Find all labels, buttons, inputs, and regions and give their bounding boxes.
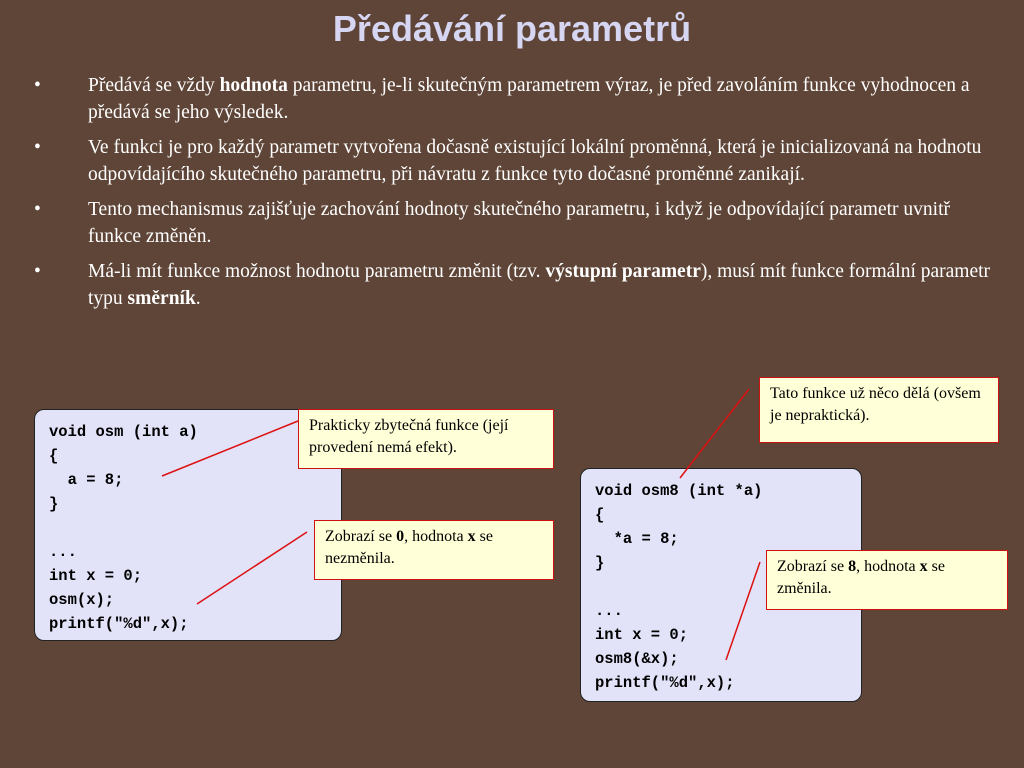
note-text: se nezměnila. <box>325 528 493 567</box>
bullet-dot: • <box>34 137 41 158</box>
bullet-bold: směrník <box>127 288 196 309</box>
bullet-text: Má-li mít funkce možnost hodnotu paramet… <box>88 261 546 282</box>
note-text: , hodnota <box>856 558 920 575</box>
bullet-dot: • <box>34 199 41 220</box>
bullet-dot: • <box>34 75 41 96</box>
note-text: , hodnota <box>404 528 468 545</box>
note-shows-zero: Zobrazí se 0, hodnota x se nezměnila. <box>314 520 554 580</box>
note-function-does-something: Tato funkce už něco dělá (ovšem je nepra… <box>759 377 999 443</box>
note-text: Tato funkce už něco dělá (ovšem je nepra… <box>770 385 981 424</box>
bullet-text: parametru, je-li skutečným parametrem vý… <box>88 75 970 123</box>
note-shows-eight: Zobrazí se 8, hodnota x se změnila. <box>766 550 1008 610</box>
bullet-dot: • <box>34 261 41 282</box>
bullet-text: Předává se vždy <box>88 75 220 96</box>
bullet-item-3: • Tento mechanismus zajišťuje zachování h… <box>34 196 994 250</box>
connector-line-note3 <box>679 388 750 479</box>
bullet-bold: hodnota <box>219 75 288 96</box>
bullet-text: ), musí mít funkce formální parametr typ… <box>88 261 991 309</box>
note-text: se změnila. <box>777 558 945 597</box>
note-bold: x <box>919 558 928 575</box>
note-bold: 0 <box>396 528 405 545</box>
slide-title: Předávání parametrů <box>332 8 692 49</box>
code-block-by-value: void osm (int a) { a = 8; } ... int x = … <box>34 409 342 641</box>
bullet-item-2: • Ve funkci je pro každý parametr vytvoře… <box>34 134 994 188</box>
note-text: Prakticky zbytečná funkce (její proveden… <box>309 417 509 456</box>
bullet-item-4: • Má-li mít funkce možnost hodnotu parame… <box>34 258 994 312</box>
note-text: Zobrazí se <box>325 528 397 545</box>
note-bold: x <box>467 528 476 545</box>
bullet-bold: výstupní parametr <box>545 261 701 282</box>
bullet-text: . <box>195 288 201 309</box>
note-bold: 8 <box>848 558 857 575</box>
bullet-item-1: • Předává se vždy hodnota parametru, je-l… <box>34 72 994 126</box>
bullet-list: • Předává se vždy hodnota parametru, je-l… <box>34 72 994 320</box>
bullet-text: Tento mechanismus zajišťuje zachování ho… <box>88 199 950 247</box>
note-useless-function: Prakticky zbytečná funkce (její proveden… <box>298 409 554 469</box>
note-text: Zobrazí se <box>777 558 849 575</box>
bullet-text: Ve funkci je pro každý parametr vytvořen… <box>88 137 982 185</box>
